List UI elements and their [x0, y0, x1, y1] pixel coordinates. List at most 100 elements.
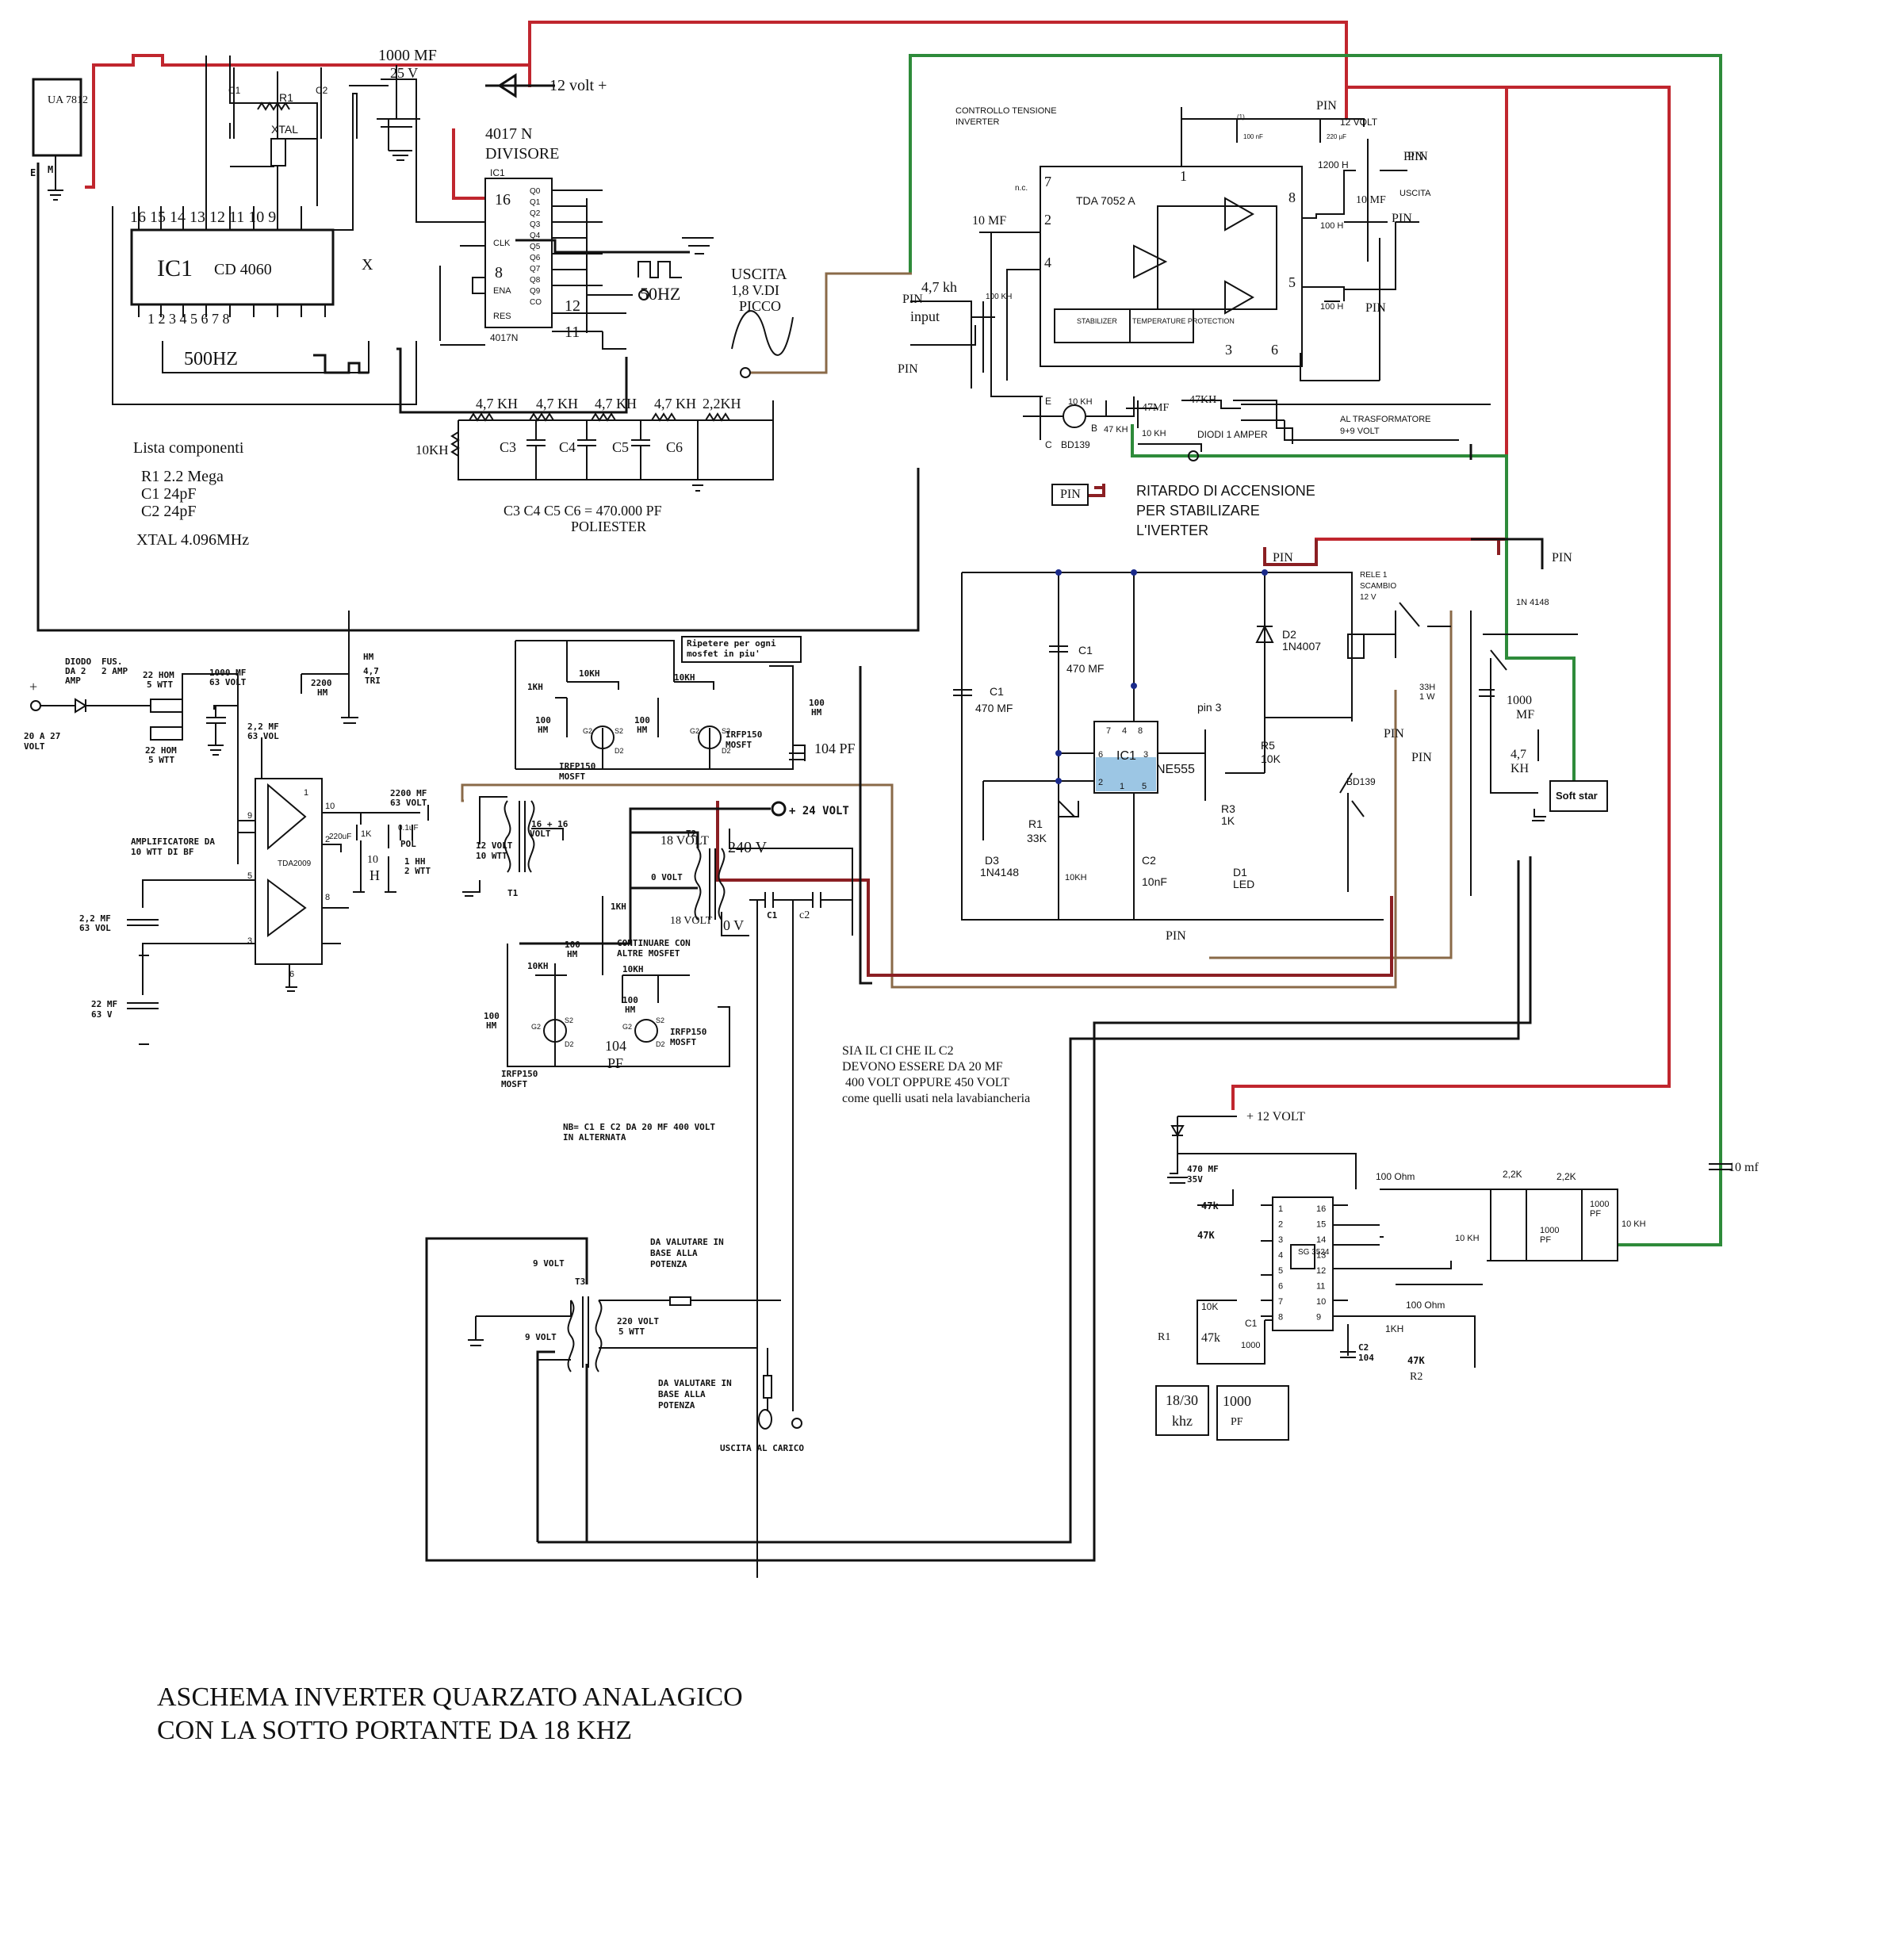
- tda-c220: 220 µF: [1327, 133, 1346, 140]
- tda-stabilizer: STABILIZER: [1077, 317, 1117, 325]
- filter-cap-label: C4: [559, 439, 576, 455]
- pwm-pin-right: 10: [1316, 1297, 1326, 1307]
- power-mos2: MOSFT: [559, 771, 585, 782]
- tda-pin3: 3: [1225, 342, 1232, 358]
- pwm-pin-left: 4: [1278, 1251, 1283, 1261]
- tda-out-lbl: USCITA: [1399, 189, 1431, 198]
- power-t2c: 18 VOLT: [670, 915, 713, 927]
- tda-trans-b: B: [1091, 423, 1097, 434]
- out-val1: DA VALUTARE IN: [650, 1237, 724, 1247]
- power-t2d: 240 V: [728, 839, 768, 856]
- power-v24: + 24 VOLT: [789, 805, 849, 817]
- pin-marker-boxed: PIN: [1060, 488, 1081, 501]
- divider-right-pin: CO: [530, 298, 542, 307]
- pwm-r22b: 2,2K: [1556, 1171, 1576, 1182]
- ne555-pin: 3: [1143, 750, 1148, 760]
- tda-r47k: 47KH: [1189, 394, 1216, 406]
- pwm-r1kh: 1KH: [1385, 1323, 1403, 1334]
- pwm-c2: C2: [1358, 1342, 1369, 1353]
- pwm-pin-right: 12: [1316, 1266, 1326, 1276]
- amp-trimu: TRI: [365, 676, 381, 686]
- power-cont2: ALTRE MOSFET: [617, 948, 680, 959]
- delay-d1: D1: [1233, 866, 1247, 879]
- divider-right-pin: Q9: [530, 287, 541, 296]
- power-s2c: S2: [565, 1016, 573, 1024]
- delay-r5v: 10K: [1261, 752, 1281, 765]
- power-nb: NB= C1 E C2 DA 20 MF 400 VOLT: [563, 1122, 715, 1132]
- pwm-c1v: 1000: [1241, 1341, 1260, 1350]
- power-g2d: G2: [622, 1023, 632, 1031]
- power-s2a: S2: [615, 727, 623, 735]
- amp-diode3: AMP: [65, 676, 81, 686]
- tda-pin8: 8: [1288, 189, 1296, 205]
- filter-note: C3 C4 C5 C6 = 470.000 PF: [504, 503, 662, 519]
- out-t3c: 220 VOLT: [617, 1316, 659, 1326]
- power-c2: c2: [799, 909, 810, 921]
- amp-c22bv: 63 VOL: [79, 923, 111, 933]
- delay-q: BD139: [1346, 776, 1376, 787]
- pwm-c470v: 35V: [1187, 1174, 1203, 1185]
- delay-softstar: Soft star: [1556, 790, 1598, 802]
- amp-h: H: [369, 867, 380, 883]
- power-g2a: G2: [583, 727, 592, 735]
- divider-right-pin: Q0: [530, 187, 541, 196]
- out-val1b: BASE ALLA: [650, 1248, 698, 1258]
- pwm-c1000b: 1000: [1590, 1200, 1609, 1209]
- caption-line1: ASCHEMA INVERTER QUARZATO ANALAGICO: [157, 1682, 743, 1712]
- divider-right-pin: Q5: [530, 243, 541, 251]
- pwm-box1b: khz: [1172, 1413, 1193, 1429]
- black-bus-wires: [36, 163, 1544, 1562]
- tda-r10k2: 10 KH: [1142, 429, 1166, 438]
- pwm-r2: R2: [1410, 1371, 1422, 1383]
- tda-r47: 47 KH: [1104, 425, 1128, 434]
- ic1-bottom-pins: 1 2 3 4 5 6 7 8: [147, 311, 230, 327]
- ne555-pin: 4: [1122, 726, 1127, 736]
- amp-diode: DIODO: [65, 657, 91, 667]
- pin-50hz: [638, 289, 649, 301]
- pwm-c1: C1: [1245, 1318, 1258, 1329]
- amp-title: AMPLIFICATORE DA: [131, 836, 215, 847]
- power-mos: IRFP150: [559, 761, 595, 771]
- divider-left-pin: CLK: [493, 239, 511, 248]
- power-t2: T2: [686, 829, 696, 839]
- filter-resistor-label: 4,7 KH: [654, 396, 696, 412]
- regulator-7812: UA 7812 M E: [30, 78, 88, 201]
- pin-marker: PIN: [1411, 751, 1432, 764]
- power-r100du: HM: [567, 949, 578, 959]
- pwm-pot10: 10 KH: [1622, 1219, 1646, 1229]
- power-c104: 104 PF: [814, 741, 856, 756]
- pwm-r47k: 47K: [1407, 1355, 1425, 1366]
- pwm-r100b: 100 Ohm: [1406, 1300, 1445, 1311]
- power-t2b: 0 VOLT: [651, 872, 683, 882]
- pin-marker: PIN: [1384, 727, 1404, 741]
- crystal-network: XTAL C1 C2 R1: [228, 67, 328, 167]
- amp-r22b: 22 HOM: [145, 745, 177, 756]
- power-note4: come quelli usati nela lavabiancheria: [842, 1092, 1030, 1105]
- output-sine: USCITA 1,8 V.DI PICCO: [731, 266, 794, 378]
- amp-r22bw: 5 WTT: [148, 755, 174, 765]
- tda-pin4: 4: [1044, 255, 1051, 270]
- delay-pot47: 4,7: [1511, 748, 1526, 761]
- power-mosb: IRFP150: [726, 729, 762, 740]
- amp-c1000v: 63 VOLT: [209, 677, 247, 687]
- regulator-label: UA 7812: [48, 94, 88, 106]
- power-c104bu: PF: [607, 1055, 623, 1071]
- power-t2a: 18 VOLT: [660, 834, 709, 848]
- tda-pin7: 7: [1044, 174, 1051, 189]
- ic-4017: 4017 N DIVISORE IC1 4017N 16 8 12 11 CLK…: [396, 125, 714, 414]
- pwm-pin-right: 9: [1316, 1313, 1321, 1323]
- tda-pin1: 1: [1180, 168, 1187, 184]
- tda-to-trafo2: 9+9 VOLT: [1340, 427, 1380, 436]
- tda-trans-e: E: [1045, 396, 1051, 407]
- amp-trim: 4,7: [363, 666, 379, 676]
- power-d2c: D2: [565, 1040, 574, 1048]
- xtal-label: XTAL: [271, 123, 298, 136]
- power-r10ka: 10KH: [579, 668, 600, 679]
- power-d2a: D2: [615, 747, 624, 755]
- tda-trans-c: C: [1045, 439, 1052, 450]
- parts-list-title: Lista componenti: [133, 439, 244, 457]
- pin-marker-boxed: PIN: [1316, 99, 1337, 113]
